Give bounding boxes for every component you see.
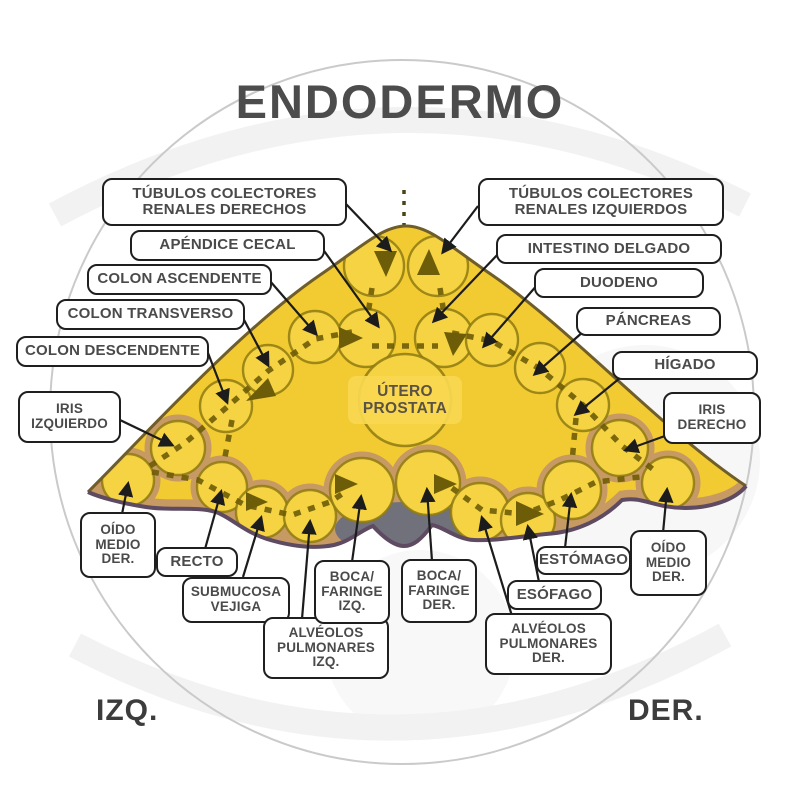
- label-esofago: ESÓFAGO: [507, 580, 602, 610]
- label-apendice-cecal: APÉNDICE CECAL: [130, 230, 325, 261]
- label-boca-faringe-izq: BOCA/ FARINGE IZQ.: [314, 560, 390, 624]
- page-title: ENDODERMO: [235, 75, 565, 128]
- side-label-derecha: DER.: [628, 694, 704, 727]
- label-arrows: [118, 203, 677, 620]
- label-pancreas: PÁNCREAS: [576, 307, 721, 336]
- label-boca-faringe-der: BOCA/ FARINGE DER.: [401, 559, 477, 623]
- label-intestino-delgado: INTESTINO DELGADO: [496, 234, 722, 264]
- label-alveolos-pulmonares-der: ALVÉOLOS PULMONARES DER.: [485, 613, 612, 675]
- label-tubulos-colectores-renales-izquierdos: TÚBULOS COLECTORES RENALES IZQUIERDOS: [478, 178, 724, 226]
- label-estomago: ESTÓMAGO: [536, 546, 631, 575]
- label-submucosa-vejiga: SUBMUCOSA VEJIGA: [182, 577, 290, 623]
- label-iris-derecho: IRIS DERECHO: [663, 392, 761, 444]
- label-colon-ascendente: COLON ASCENDENTE: [87, 264, 272, 295]
- side-label-izquierda: IZQ.: [96, 694, 159, 727]
- label-duodeno: DUODENO: [534, 268, 704, 298]
- label-oido-medio-right: OÍDO MEDIO DER.: [630, 530, 707, 596]
- label-colon-descendente: COLON DESCENDENTE: [16, 336, 209, 367]
- label-recto: RECTO: [156, 547, 238, 577]
- label-oido-medio-left: OÍDO MEDIO DER.: [80, 512, 156, 578]
- flow-arrowheads: [246, 249, 544, 526]
- label-tubulos-colectores-renales-derechos: TÚBULOS COLECTORES RENALES DERECHOS: [102, 178, 347, 226]
- label-higado: HÍGADO: [612, 351, 758, 380]
- label-colon-transverso: COLON TRANSVERSO: [56, 299, 245, 330]
- label-alveolos-pulmonares-izq: ALVÉOLOS PULMONARES IZQ.: [263, 617, 389, 679]
- label-utero-prostata: ÚTERO PROSTATA: [348, 376, 462, 424]
- label-iris-izquierdo: IRIS IZQUIERDO: [18, 391, 121, 443]
